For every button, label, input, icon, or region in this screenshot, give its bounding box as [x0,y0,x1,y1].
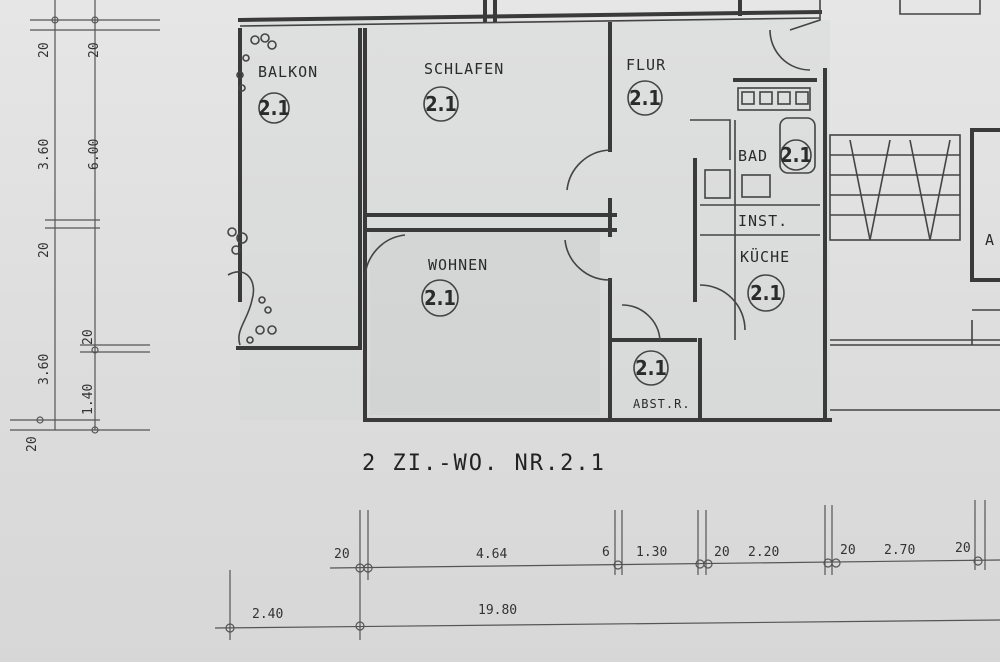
room-circle-schlafen [423,86,459,122]
plan-title: 2 ZI.-WO. NR.2.1 [362,451,606,476]
edge-text: A [985,231,995,249]
left-dim-6: 20 [81,329,96,345]
room-label-flur: FLUR [626,56,666,74]
room-number-bad: 2.1 [780,143,812,167]
top-wall [237,9,823,23]
room-label-wohnen: WOHNEN [428,256,488,274]
room-circle-flur [627,80,663,116]
bottom-total: 19.80 [478,603,517,618]
room-number-wohnen: 2.1 [424,286,456,310]
room-label-schlafen: SCHLAFEN [424,60,504,78]
room-number-kueche: 2.1 [750,281,782,305]
room-circle-wohnen [421,279,459,317]
room-number-abstr: 2.1 [635,356,667,380]
left-dim-3: 3.60 [37,139,52,170]
bottom-dim-9: 20 [955,541,971,556]
plant-decoration [227,33,277,346]
room-number-schlafen: 2.1 [425,92,457,116]
bottom-dim-2: 4.64 [476,547,507,562]
room-circle-bad [780,139,812,171]
room-label-inst: INST. [738,212,788,230]
left-dim-2: 20 [87,42,102,58]
left-dim-7: 3.60 [37,354,52,385]
room-number-flur: 2.1 [629,86,661,110]
left-dim-5: 20 [37,242,52,258]
staircase [829,134,961,241]
bottom-dimension-chain [214,500,1000,640]
bottom-dim-6: 2.20 [748,545,779,560]
left-dim-8: 1.40 [81,384,96,415]
bottom-dim-4: 1.30 [636,545,667,560]
left-dim-1: 20 [37,42,52,58]
left-dimension-chain [10,0,160,434]
door-swing [566,149,611,191]
room-circle-kueche [747,274,785,312]
bottom-dim-3: 6 [602,545,610,560]
bottom-dim-7: 20 [840,543,856,558]
room-label-balkon: BALKON [258,63,318,81]
room-circle-balkon [258,92,290,124]
left-dim-9: 20 [25,436,40,452]
bottom-dim-1: 20 [334,547,350,562]
room-circle-abstr [633,350,669,386]
room-label-kueche: KÜCHE [740,247,790,266]
bottom-dim-5: 20 [714,545,730,560]
bottom-total-left: 2.40 [252,607,283,622]
room-label-abstr: ABST.R. [633,397,691,411]
room-number-balkon: 2.1 [258,96,290,120]
left-dim-4: 6.00 [87,139,102,170]
room-label-bad: BAD [738,147,768,165]
bottom-dim-8: 2.70 [884,543,915,558]
